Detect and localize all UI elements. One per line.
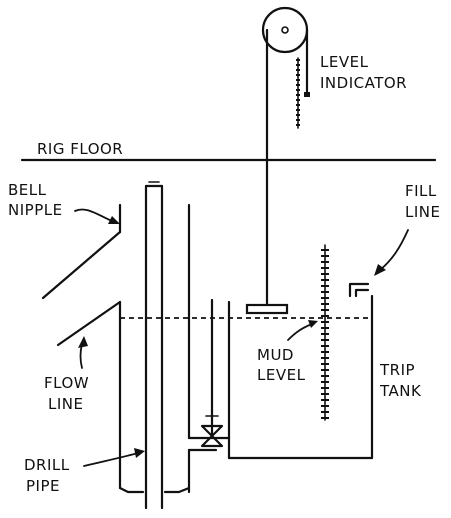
fill-line-pipe-inner (354, 288, 370, 298)
trip-tank-scale (321, 244, 329, 421)
indicator-scale (296, 57, 300, 129)
fill-line-arrowhead (374, 264, 386, 276)
fill-line-arrow (379, 229, 409, 271)
drill-pipe-arrowhead (134, 448, 145, 458)
float (245, 303, 289, 315)
fill-line-label-line1: FILL (405, 182, 437, 200)
level-indicator-label-line2: INDICATOR (320, 74, 407, 92)
trip-tank-label-line1: TRIP (379, 361, 415, 379)
bell-nipple-arrow (74, 208, 115, 223)
annulus-bottom-left (118, 486, 145, 494)
rig-floor-label: RIG FLOOR (37, 140, 123, 158)
level-indicator-label-line1: LEVEL (320, 53, 369, 71)
flow-line-upper (41, 230, 122, 300)
drill-pipe-arrow (83, 452, 139, 467)
fill-line-pipe (348, 282, 370, 298)
valve-icon (200, 415, 224, 448)
mud-level-arrow (287, 323, 313, 341)
flow-line-label-line2: LINE (48, 395, 83, 413)
bell-nipple-arrowhead (108, 216, 120, 224)
pulley (261, 6, 309, 54)
drill-pipe-label-line2: PIPE (26, 477, 60, 495)
bell-nipple-label-line2: NIPPLE (8, 201, 63, 219)
fill-line-label-line2: LINE (405, 203, 440, 221)
mud-level-arrowhead (308, 320, 318, 328)
mud-level-label-line1: MUD (257, 346, 294, 364)
mud-level-label-line2: LEVEL (257, 366, 306, 384)
flow-line-arrowhead (78, 336, 88, 348)
flow-line-label-line1: FLOW (44, 374, 89, 392)
bell-nipple-label-line1: BELL (8, 181, 47, 199)
casing-bottom-right (163, 486, 191, 494)
drill-pipe-label-line1: DRILL (24, 456, 70, 474)
trip-tank-label-line2: TANK (379, 382, 422, 400)
counterweight (304, 92, 310, 97)
flow-line-lower (56, 300, 122, 347)
flow-line-arrow (79, 343, 83, 369)
